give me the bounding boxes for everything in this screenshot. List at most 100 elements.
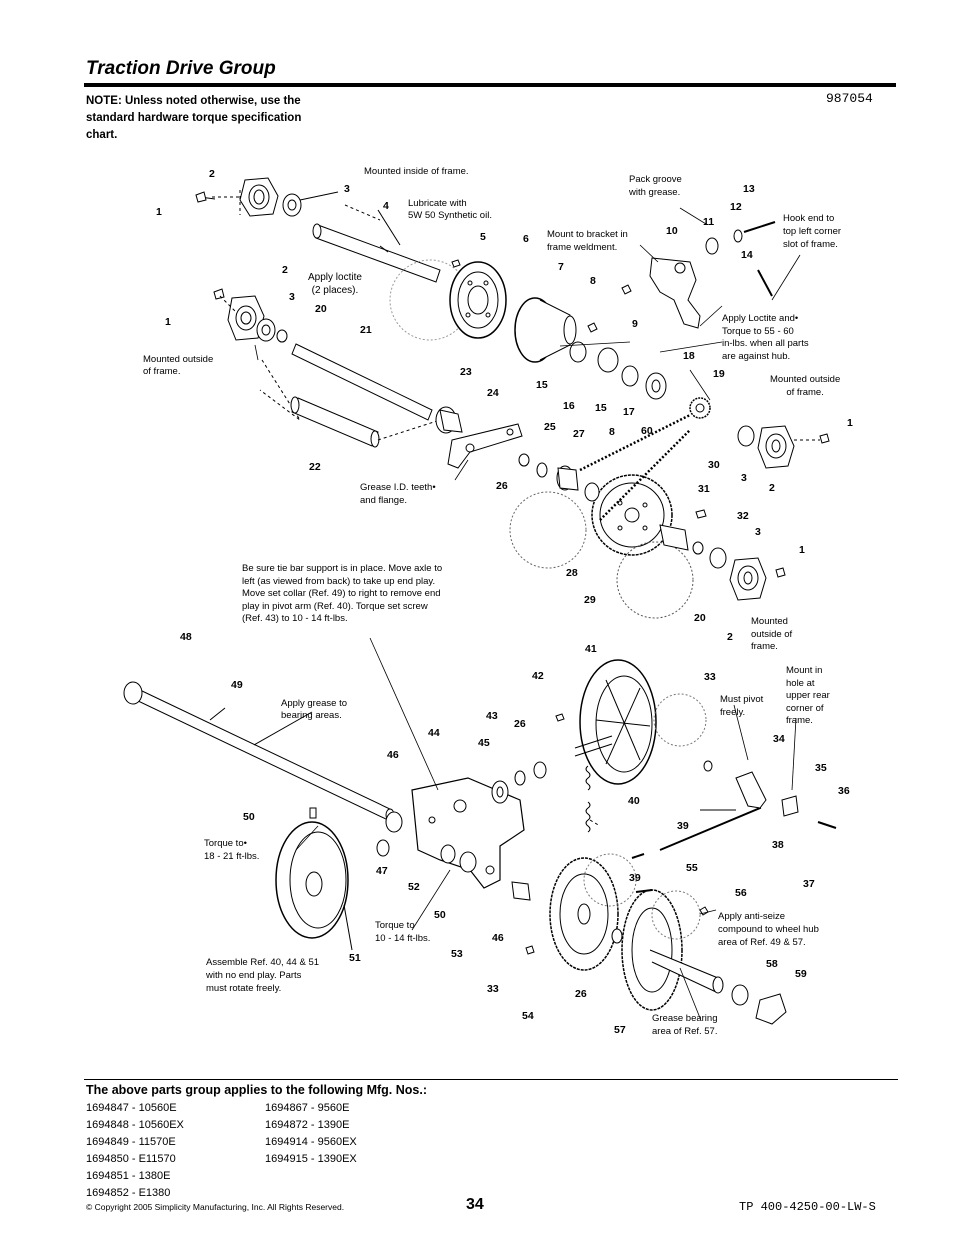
part-ref-50b: 50 — [434, 909, 446, 921]
gear-57 — [621, 889, 683, 1011]
part-ref-7: 7 — [558, 261, 564, 273]
part-ref-1b: 1 — [165, 316, 171, 328]
mfg-item: 1694852 - E1380 — [86, 1187, 171, 1199]
flange-bearing-left — [227, 295, 265, 341]
part-ref-3: 3 — [344, 183, 350, 195]
part-ref-44: 44 — [428, 727, 440, 739]
part-ref-22: 22 — [309, 461, 321, 473]
title-rule — [84, 83, 896, 87]
part-ref-46b: 46 — [492, 932, 504, 944]
pulley-51 — [275, 821, 349, 939]
part-ref-56: 56 — [735, 887, 747, 899]
disk-41 — [574, 659, 657, 785]
mfg-item: 1694914 - 9560EX — [265, 1136, 357, 1148]
mfg-item: 1694847 - 10560E — [86, 1102, 177, 1114]
part-ref-21: 21 — [360, 324, 372, 336]
part-ref-6: 6 — [523, 233, 529, 245]
footer-rule — [84, 1079, 898, 1080]
part-ref-8: 8 — [590, 275, 596, 287]
part-ref-19: 19 — [713, 368, 725, 380]
part-ref-55: 55 — [686, 862, 698, 874]
part-ref-60: 60 — [641, 425, 653, 437]
part-ref-12: 12 — [730, 201, 742, 213]
part-ref-58: 58 — [766, 958, 778, 970]
flange-bearing-top — [239, 177, 279, 217]
part-ref-15: 15 — [536, 379, 548, 391]
part-ref-5: 5 — [480, 231, 486, 243]
part-ref-43: 43 — [486, 710, 498, 722]
part-ref-14: 14 — [741, 249, 753, 261]
part-ref-2c: 2 — [769, 482, 775, 494]
part-ref-37: 37 — [803, 878, 815, 890]
part-ref-8b: 8 — [609, 426, 615, 438]
part-ref-50: 50 — [243, 811, 255, 823]
mfg-item: 1694850 - E11570 — [86, 1153, 176, 1165]
part-ref-2d: 2 — [727, 631, 733, 643]
leader-lines — [254, 207, 801, 1019]
drive-gear-29 — [591, 474, 673, 556]
part-ref-20: 20 — [315, 303, 327, 315]
part-ref-20b: 20 — [694, 612, 706, 624]
part-ref-13: 13 — [743, 183, 755, 195]
part-ref-29: 29 — [584, 594, 596, 606]
part-ref-53: 53 — [451, 948, 463, 960]
part-ref-9: 9 — [632, 318, 638, 330]
part-ref-4: 4 — [383, 200, 389, 212]
tp-number: TP 400-4250-00-LW-S — [739, 1200, 876, 1214]
torque-note: NOTE: Unless noted otherwise, use the st… — [86, 95, 302, 141]
part-ref-2b: 2 — [282, 264, 288, 276]
exploded-parts-diagram — [123, 177, 837, 1025]
axle-49 — [123, 681, 395, 822]
part-ref-31: 31 — [698, 483, 710, 495]
callout-mounted-inside: Mounted inside of frame. — [364, 166, 469, 177]
mfg-list-col2: 1694867 - 9560E 1694872 - 1390E 1694914 … — [265, 1100, 357, 1168]
part-ref-35: 35 — [815, 762, 827, 774]
callout-grease-teeth: Grease I.D. teeth•and flange. — [360, 482, 436, 506]
part-ref-51: 51 — [349, 952, 361, 964]
flange-bearing-right-upper — [757, 425, 795, 469]
part-ref-32: 32 — [737, 510, 749, 522]
part-ref-15b: 15 — [595, 402, 607, 414]
callout-be-sure: Be sure tie bar support is in place. Mov… — [242, 563, 443, 625]
callout-apply-loctite: Apply loctite(2 places). — [308, 272, 362, 296]
part-ref-33: 33 — [704, 671, 716, 683]
part-ref-27: 27 — [573, 428, 585, 440]
part-ref-11: 11 — [703, 216, 715, 228]
part-ref-39: 39 — [677, 820, 689, 832]
part-ref-47: 47 — [376, 865, 388, 877]
flange-bearing-right-lower — [729, 557, 767, 601]
applies-heading: The above parts group applies to the fol… — [86, 1083, 427, 1097]
mfg-item: 1694849 - 11570E — [86, 1136, 176, 1148]
part-ref-39b: 39 — [629, 872, 641, 884]
part-ref-33b: 33 — [487, 983, 499, 995]
part-ref-26b: 26 — [514, 718, 526, 730]
part-ref-23: 23 — [460, 366, 472, 378]
gear-54 — [549, 857, 619, 971]
part-ref-3d: 3 — [755, 526, 761, 538]
part-ref-36: 36 — [838, 785, 850, 797]
part-ref-1: 1 — [156, 206, 162, 218]
part-ref-16: 16 — [563, 400, 575, 412]
part-ref-3c: 3 — [741, 472, 747, 484]
axle-shaft-4 — [312, 223, 441, 283]
part-ref-2: 2 — [209, 168, 215, 180]
part-ref-57: 57 — [614, 1024, 626, 1036]
mfg-item: 1694867 - 9560E — [265, 1102, 350, 1114]
part-ref-48: 48 — [180, 631, 192, 643]
mfg-item: 1694851 - 1380E — [86, 1170, 171, 1182]
part-ref-46: 46 — [387, 749, 399, 761]
part-ref-40: 40 — [628, 795, 640, 807]
part-ref-17: 17 — [623, 406, 635, 418]
